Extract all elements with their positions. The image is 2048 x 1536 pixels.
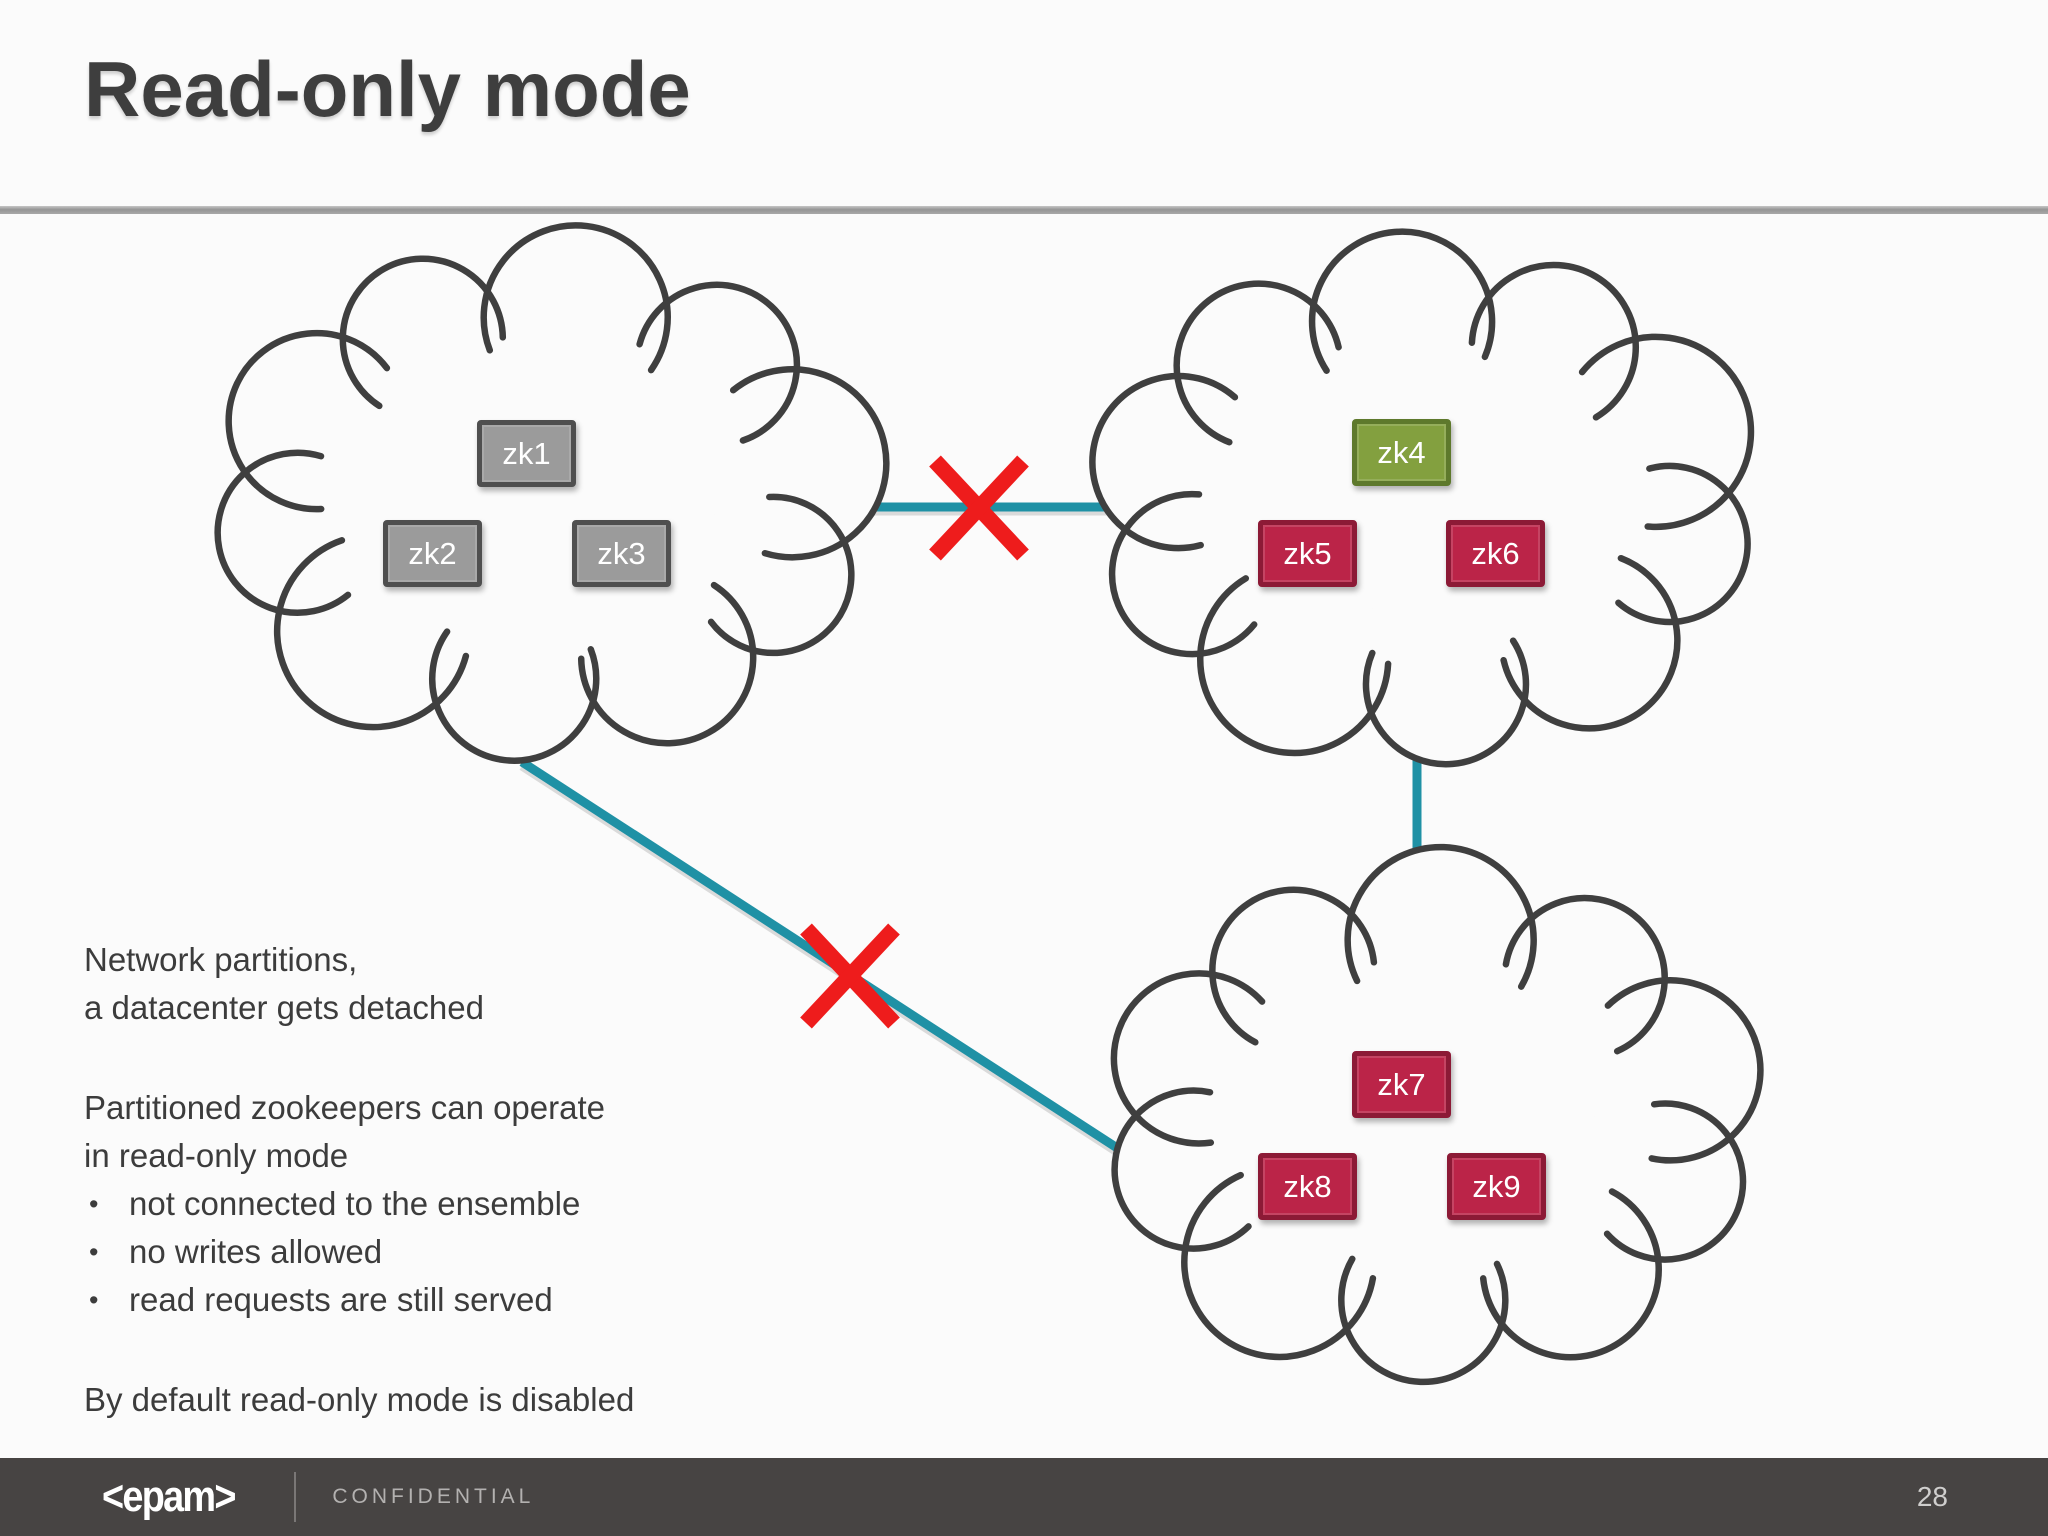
node-zk1: zk1 <box>477 420 576 487</box>
notes-text-block: Network partitions, a datacenter gets de… <box>84 936 724 1424</box>
bullet-dot: • <box>89 1189 99 1219</box>
bullet-dot: • <box>89 1237 99 1267</box>
footer-bar: <epam> CONFIDENTIAL 28 <box>0 1458 2048 1536</box>
bullet-text: not connected to the ensemble <box>129 1185 581 1222</box>
notes-line: a datacenter gets detached <box>84 989 484 1026</box>
notes-closing-line: By default read-only mode is disabled <box>84 1381 635 1418</box>
cloud-fills <box>218 226 1760 1381</box>
title-divider <box>0 206 2048 214</box>
broken-connection-icon-2 <box>800 923 900 1029</box>
node-zk2: zk2 <box>383 520 482 587</box>
cloud-datacenter-2 <box>1089 228 1755 768</box>
confidential-label: CONFIDENTIAL <box>332 1485 535 1508</box>
bullet-item: • read requests are still served <box>84 1276 724 1324</box>
epam-logo: <epam> <box>102 1472 236 1521</box>
page-number: 28 <box>1916 1481 1948 1512</box>
footer-divider <box>294 1472 297 1522</box>
node-zk6: zk6 <box>1446 520 1545 587</box>
bullet-item: • not connected to the ensemble <box>84 1180 724 1228</box>
broken-connection-icons <box>800 455 1029 1029</box>
node-zk5: zk5 <box>1258 520 1357 587</box>
slide-title: Read-only mode <box>84 45 691 133</box>
bullet-text: no writes allowed <box>129 1233 383 1270</box>
node-zk7: zk7 <box>1352 1051 1451 1118</box>
notes-line: in read-only mode <box>84 1137 349 1174</box>
notes-line: Partitioned zookeepers can operate <box>84 1089 606 1126</box>
cloud-datacenter-3 <box>1110 843 1764 1386</box>
cloud-datacenter-1 <box>214 222 890 764</box>
node-zk9: zk9 <box>1447 1153 1546 1220</box>
node-zk8: zk8 <box>1258 1153 1357 1220</box>
bullet-text: read requests are still served <box>129 1281 553 1318</box>
broken-connection-icon-1 <box>929 455 1029 561</box>
bullet-dot: • <box>89 1285 99 1315</box>
notes-line: Network partitions, <box>84 941 358 978</box>
node-zk3: zk3 <box>572 520 671 587</box>
node-zk4: zk4 <box>1352 419 1451 486</box>
bullet-item: • no writes allowed <box>84 1228 724 1276</box>
